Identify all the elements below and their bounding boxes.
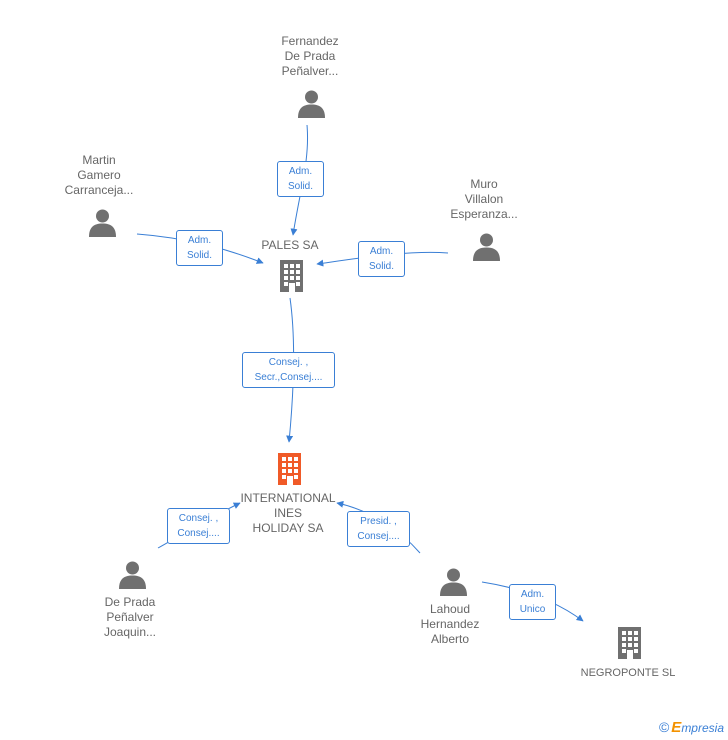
- building-icon[interactable]: [275, 452, 304, 486]
- node-label-line: Esperanza...: [450, 207, 518, 221]
- node-label-martin[interactable]: Martin Gamero Carranceja...: [49, 153, 149, 198]
- empresia-footer: ©Empresia: [659, 719, 724, 736]
- edge-label-line: Unico: [519, 604, 546, 615]
- node-label-line: Martin: [82, 153, 116, 167]
- node-label-line: INTERNATIONAL: [240, 491, 336, 505]
- person-icon[interactable]: [118, 560, 147, 589]
- edge-label-line: Consej....: [177, 528, 220, 539]
- edge-label-fernandez-pales[interactable]: Adm. Solid.: [277, 161, 324, 197]
- node-label-line: NEGROPONTE SL: [580, 667, 676, 679]
- node-label-pales[interactable]: PALES SA: [240, 238, 340, 253]
- node-label-line: Alberto: [430, 632, 470, 646]
- edge-label-line: Adm.: [520, 589, 545, 600]
- edge-label-line: Secr.,Consej....: [254, 372, 323, 383]
- edge-label-line: Presid. ,: [360, 516, 397, 527]
- edge-label-line: Adm.: [187, 235, 212, 246]
- node-label-international[interactable]: INTERNATIONAL INES HOLIDAY SA: [230, 491, 346, 536]
- node-label-line: PALES SA: [261, 238, 319, 252]
- node-label-muro[interactable]: Muro Villalon Esperanza...: [434, 177, 534, 222]
- node-label-line: HOLIDAY SA: [252, 521, 324, 535]
- edge-label-line: Adm.: [369, 246, 394, 257]
- node-label-line: Lahoud: [429, 602, 471, 616]
- node-label-line: Peñalver: [106, 610, 154, 624]
- edge-label-line: Adm.: [288, 166, 313, 177]
- node-label-negroponte[interactable]: NEGROPONTE SL: [570, 666, 686, 681]
- node-label-line: Peñalver...: [281, 64, 339, 78]
- node-label-line: De Prada: [104, 595, 156, 609]
- node-label-line: Villalon: [464, 192, 504, 206]
- node-label-line: Gamero: [77, 168, 121, 182]
- edge-label-muro-pales[interactable]: Adm. Solid.: [358, 241, 405, 277]
- node-label-line: De Prada: [284, 49, 336, 63]
- node-label-lahoud[interactable]: Lahoud Hernandez Alberto: [400, 602, 500, 647]
- node-label-line: Joaquin...: [103, 625, 157, 639]
- person-icon[interactable]: [88, 208, 117, 237]
- brand-logo-initial: E: [671, 719, 682, 736]
- edge-label-pales-international[interactable]: Consej. , Secr.,Consej....: [242, 352, 335, 388]
- node-label-line: Fernandez: [281, 34, 339, 48]
- brand-logo-text: mpresia: [681, 721, 724, 735]
- edge-label-line: Solid.: [186, 250, 212, 261]
- edge-label-line: Solid.: [368, 261, 394, 272]
- edge-label-line: Consej. ,: [268, 357, 309, 368]
- person-icon[interactable]: [472, 232, 501, 261]
- node-label-line: Muro: [470, 177, 498, 191]
- person-icon[interactable]: [439, 567, 468, 596]
- building-icon[interactable]: [615, 626, 644, 660]
- edge-label-lahoud-negroponte[interactable]: Adm. Unico: [509, 584, 556, 620]
- node-label-line: Hernandez: [420, 617, 480, 631]
- edge-label-deprada-international[interactable]: Consej. , Consej....: [167, 508, 230, 544]
- node-label-deprada[interactable]: De Prada Peñalver Joaquin...: [80, 595, 180, 640]
- copyright-icon: ©: [658, 719, 670, 735]
- node-label-line: INES: [273, 506, 302, 520]
- edge-label-martin-pales[interactable]: Adm. Solid.: [176, 230, 223, 266]
- edge-label-lahoud-international[interactable]: Presid. , Consej....: [347, 511, 410, 547]
- edge-label-line: Consej....: [357, 531, 400, 542]
- person-icon[interactable]: [297, 89, 326, 118]
- node-label-line: Carranceja...: [64, 183, 134, 197]
- building-icon[interactable]: [277, 259, 306, 293]
- edge-label-line: Solid.: [287, 181, 313, 192]
- node-label-fernandez[interactable]: Fernandez De Prada Peñalver...: [260, 34, 360, 79]
- edge-label-line: Consej. ,: [178, 513, 219, 524]
